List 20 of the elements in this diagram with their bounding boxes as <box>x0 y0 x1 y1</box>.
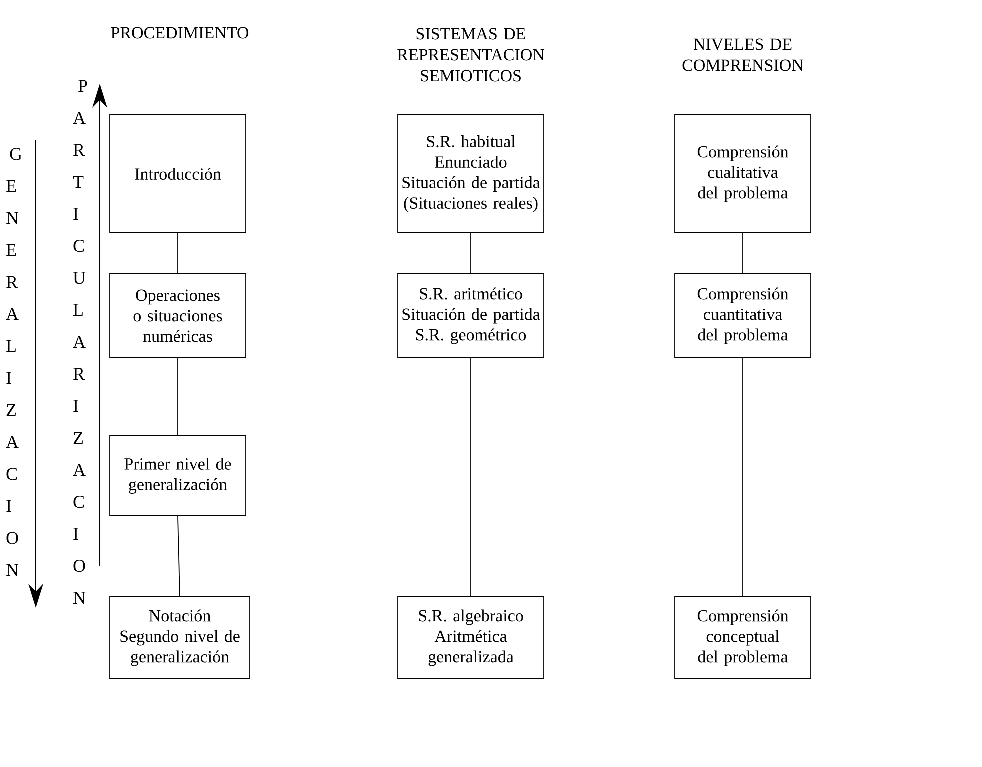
text-box: Notación Segundo nivel de generalización <box>110 596 250 680</box>
connector-line <box>178 516 180 597</box>
text-box: Primer nivel de generalización <box>110 436 246 516</box>
text-box: Comprensión conceptual del problema <box>674 596 812 680</box>
text-box: Introducción <box>110 114 246 234</box>
text-box: Comprensión cuantitativa del problema <box>674 274 812 358</box>
connector-line <box>742 358 744 597</box>
connector-line <box>742 233 744 274</box>
text-box: S.R. habitual Enunciado Situación de partida (Situaciones reales) <box>398 114 544 234</box>
connector-line <box>470 233 472 274</box>
text-box: S.R. aritmético Situación de partida S.R. geométrico <box>398 274 544 358</box>
vertical-word: GENERALIZACION <box>6 148 22 576</box>
column-heading: SISTEMAS DE REPRESENTACION SEMIOTICOS <box>398 28 545 82</box>
text-box: Comprensión cualitativa del problema <box>674 114 812 234</box>
connector-line <box>470 358 472 597</box>
column-heading: NIVELES DE COMPRENSION <box>682 38 804 72</box>
column-heading: PROCEDIMIENTO <box>111 27 249 39</box>
vertical-word: PARTICULARIZACION <box>73 80 88 604</box>
text-box: S.R. algebraico Aritmética generalizada <box>398 596 544 680</box>
text-box: Operaciones o situaciones numéricas <box>110 274 246 358</box>
